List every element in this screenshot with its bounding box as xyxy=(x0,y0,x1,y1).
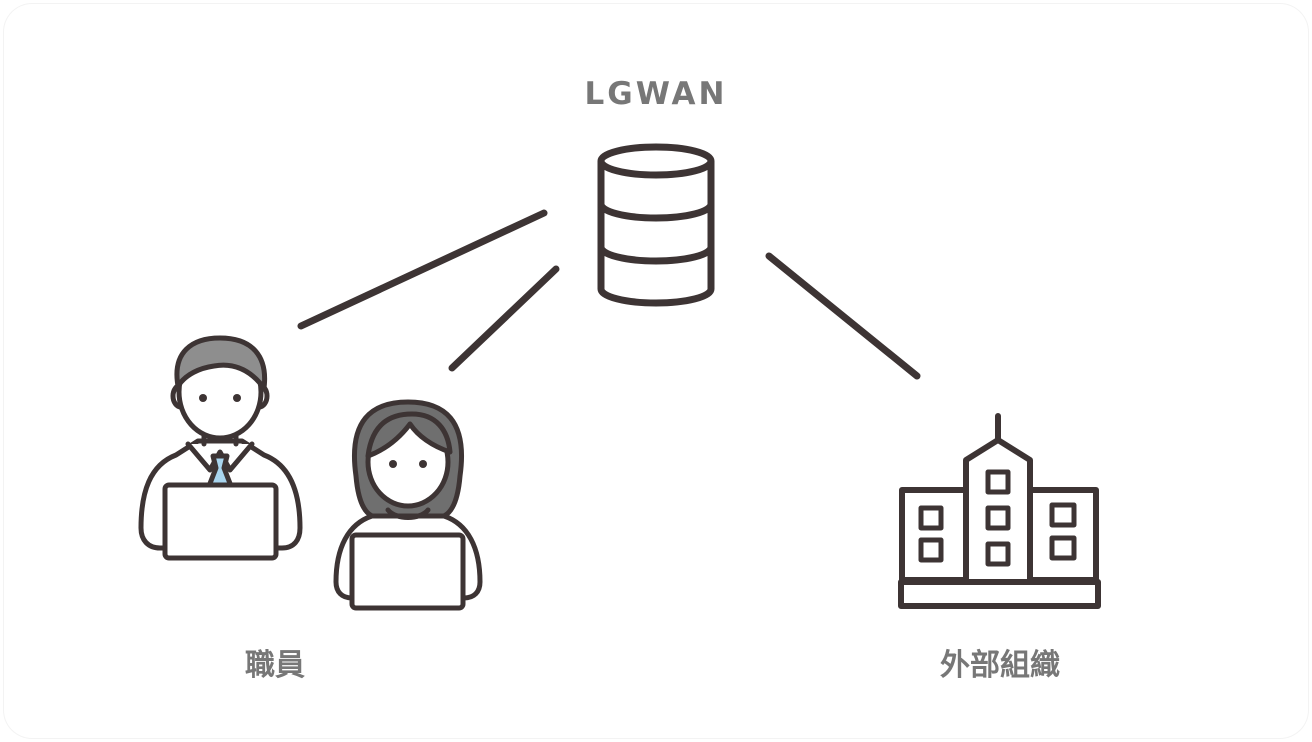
building-icon xyxy=(898,413,1101,609)
woman-with-laptop-icon xyxy=(333,399,483,611)
external-organization-label: 外部組織 xyxy=(940,648,1060,683)
connection-server-man xyxy=(297,209,548,330)
connection-server-building xyxy=(765,252,921,380)
lgwan-label: LGWAN xyxy=(584,76,728,112)
connections xyxy=(297,209,921,380)
man-with-laptop-icon xyxy=(138,335,303,561)
staff-label: 職員 xyxy=(245,648,305,683)
connection-server-woman xyxy=(448,265,560,372)
database-icon xyxy=(597,143,715,307)
